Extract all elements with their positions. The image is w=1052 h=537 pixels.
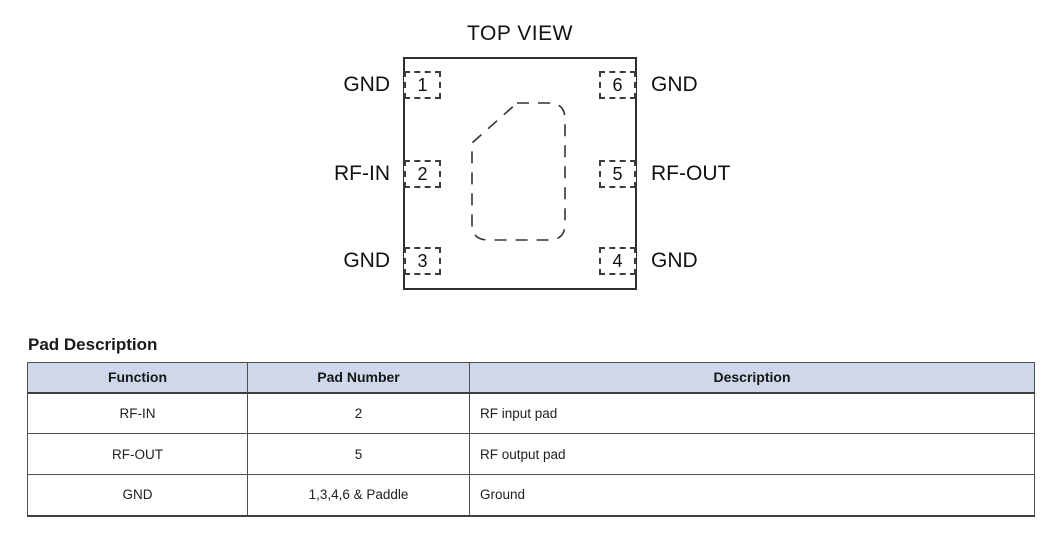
pad-2-label: RF-IN	[334, 162, 390, 185]
table-header-row: Function Pad Number Description	[27, 362, 1035, 394]
pad-1-label: GND	[343, 73, 390, 96]
cell-description: RF output pad	[469, 433, 1035, 475]
header-function: Function	[27, 362, 248, 394]
table-row: RF-IN 2 RF input pad	[27, 392, 1035, 434]
pad-4: 4	[599, 247, 636, 275]
pad-5-label: RF-OUT	[651, 162, 731, 185]
cell-pad-number: 1,3,4,6 & Paddle	[247, 474, 470, 516]
cell-pad-number: 5	[247, 433, 470, 475]
table-row: RF-OUT 5 RF output pad	[27, 433, 1035, 475]
paddle-outline	[471, 102, 566, 241]
header-pad-number: Pad Number	[247, 362, 470, 394]
pad-6: 6	[599, 71, 636, 99]
pad-1: 1	[404, 71, 441, 99]
pad-4-label: GND	[651, 249, 698, 272]
cell-function: RF-IN	[27, 392, 248, 434]
pad-description-table: Function Pad Number Description RF-IN 2 …	[27, 362, 1035, 517]
pad-1-number: 1	[417, 74, 428, 95]
cell-description: RF input pad	[469, 392, 1035, 434]
table-row: GND 1,3,4,6 & Paddle Ground	[27, 474, 1035, 516]
pad-2-number: 2	[417, 163, 428, 184]
cell-description: Ground	[469, 474, 1035, 516]
package-outline	[403, 57, 637, 290]
pad-5: 5	[599, 160, 636, 188]
cell-pad-number: 2	[247, 392, 470, 434]
pad-4-number: 4	[612, 250, 623, 271]
pad-3-number: 3	[417, 250, 428, 271]
pad-6-label: GND	[651, 73, 698, 96]
pad-2: 2	[404, 160, 441, 188]
diagram-title: TOP VIEW	[467, 22, 573, 45]
table-title: Pad Description	[28, 335, 158, 354]
cell-function: RF-OUT	[27, 433, 248, 475]
pad-3-label: GND	[343, 249, 390, 272]
pad-5-number: 5	[612, 163, 623, 184]
header-description: Description	[469, 362, 1035, 394]
pad-6-number: 6	[612, 74, 623, 95]
cell-function: GND	[27, 474, 248, 516]
pad-3: 3	[404, 247, 441, 275]
